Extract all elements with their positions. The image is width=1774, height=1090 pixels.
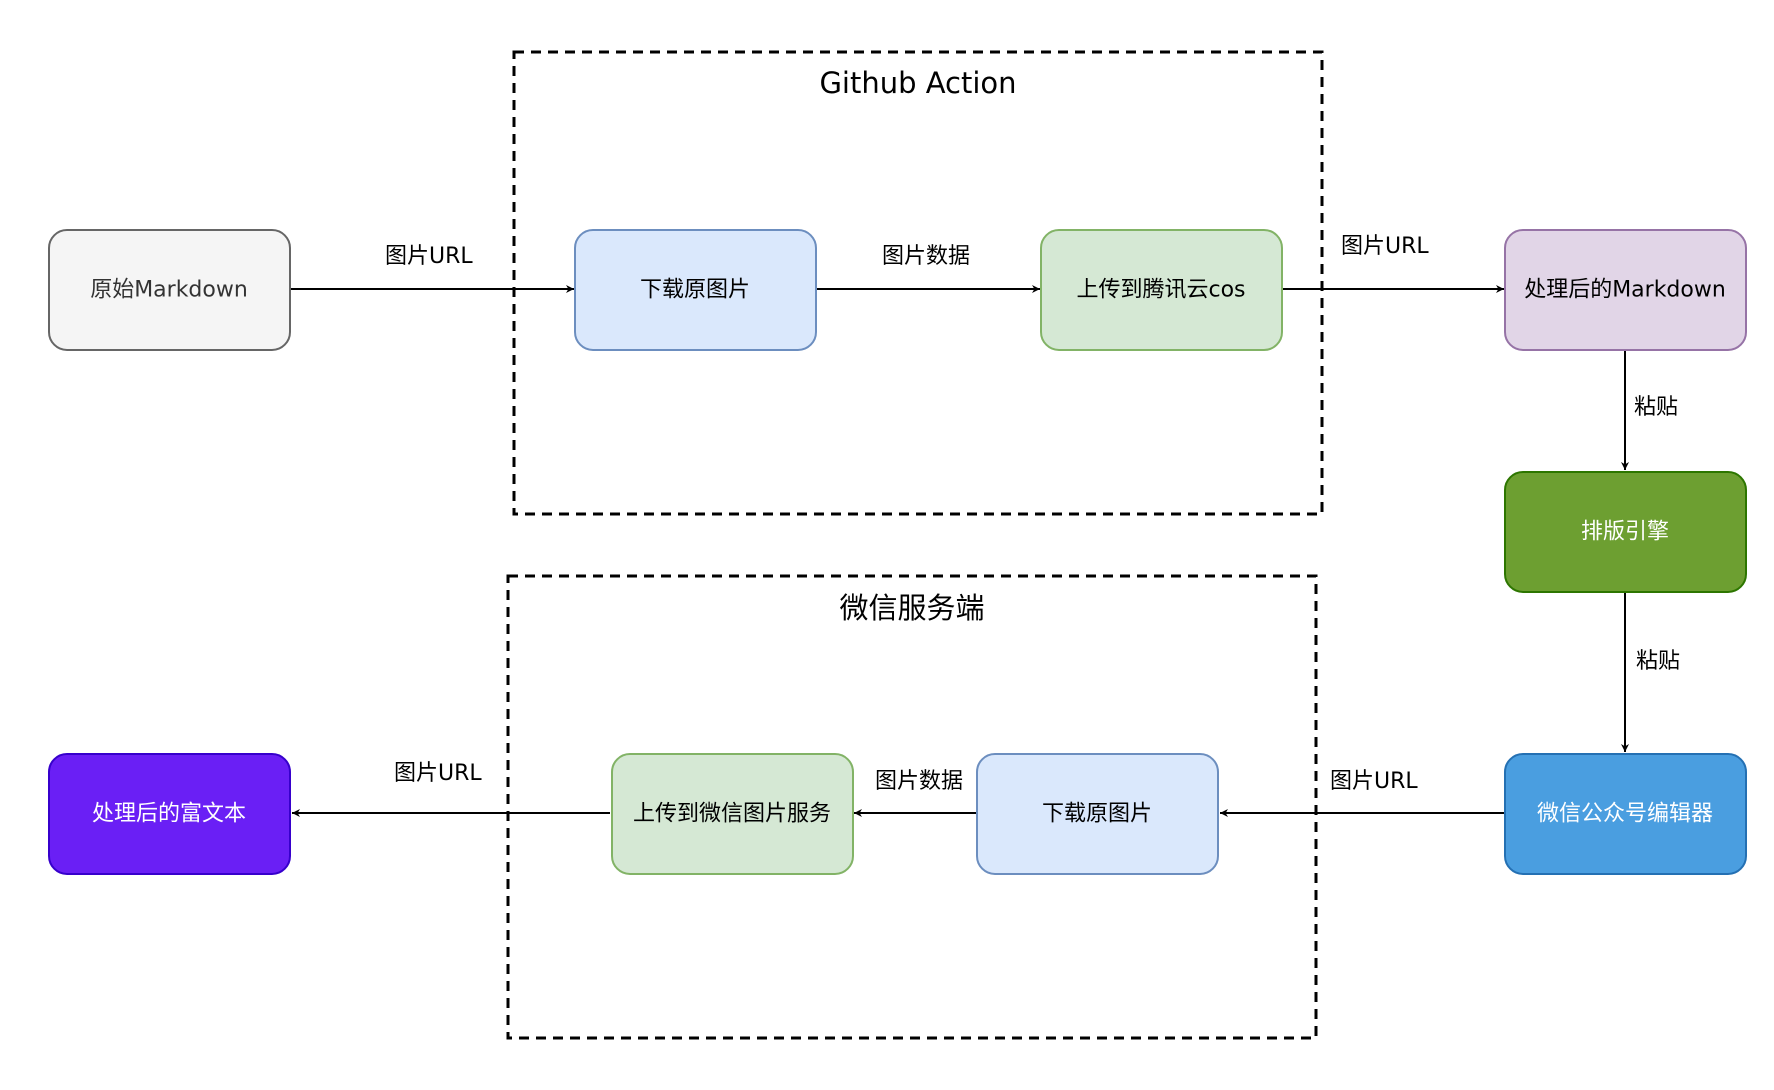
edge-label-image-url: 图片URL (394, 761, 482, 786)
node-download-image-2: 下载原图片 (976, 753, 1219, 875)
node-processed-markdown: 处理后的Markdown (1504, 229, 1747, 351)
node-wechat-editor: 微信公众号编辑器 (1504, 753, 1747, 875)
edge-raw-to-download: 图片URL (290, 244, 574, 293)
edge-label-image-data: 图片数据 (882, 244, 970, 269)
group-github-action-title: Github Action (819, 66, 1016, 100)
node-upload-wechat: 上传到微信图片服务 (611, 753, 854, 875)
edge-label-paste: 粘贴 (1634, 395, 1678, 420)
node-download-image-2-label: 下载原图片 (1042, 802, 1152, 827)
edge-label-image-url: 图片URL (385, 244, 473, 269)
node-rich-text: 处理后的富文本 (48, 753, 291, 875)
node-wechat-editor-label: 微信公众号编辑器 (1537, 802, 1713, 827)
node-download-image-1: 下载原图片 (574, 229, 817, 351)
node-upload-wechat-label: 上传到微信图片服务 (633, 802, 831, 827)
edge-download-to-upload-wx: 图片数据 (854, 769, 976, 817)
edge-cos-to-processed: 图片URL (1282, 234, 1504, 293)
edge-label-paste: 粘贴 (1636, 649, 1680, 674)
node-raw-markdown: 原始Markdown (48, 229, 291, 351)
edge-label-image-data: 图片数据 (875, 769, 963, 794)
node-layout-engine: 排版引擎 (1504, 471, 1747, 593)
group-wechat-server: 微信服务端 (506, 574, 1318, 1040)
node-download-image-1-label: 下载原图片 (640, 278, 750, 303)
edge-download-to-cos: 图片数据 (816, 244, 1040, 293)
edge-processed-to-engine: 粘贴 (1621, 350, 1678, 470)
node-upload-cos: 上传到腾讯云cos (1040, 229, 1283, 351)
group-wechat-server-title: 微信服务端 (839, 591, 984, 625)
edge-label-image-url: 图片URL (1341, 234, 1429, 259)
edge-editor-to-download: 图片URL (1220, 769, 1504, 817)
edge-engine-to-editor: 粘贴 (1621, 592, 1680, 752)
node-layout-engine-label: 排版引擎 (1581, 520, 1669, 545)
edge-upload-wx-to-richtext: 图片URL (292, 761, 610, 817)
edge-label-image-url: 图片URL (1330, 769, 1418, 794)
node-rich-text-label: 处理后的富文本 (92, 802, 246, 827)
node-upload-cos-label: 上传到腾讯云cos (1076, 278, 1245, 303)
node-processed-markdown-label: 处理后的Markdown (1524, 278, 1726, 303)
node-raw-markdown-label: 原始Markdown (90, 278, 248, 303)
group-github-action: Github Action (512, 50, 1324, 516)
